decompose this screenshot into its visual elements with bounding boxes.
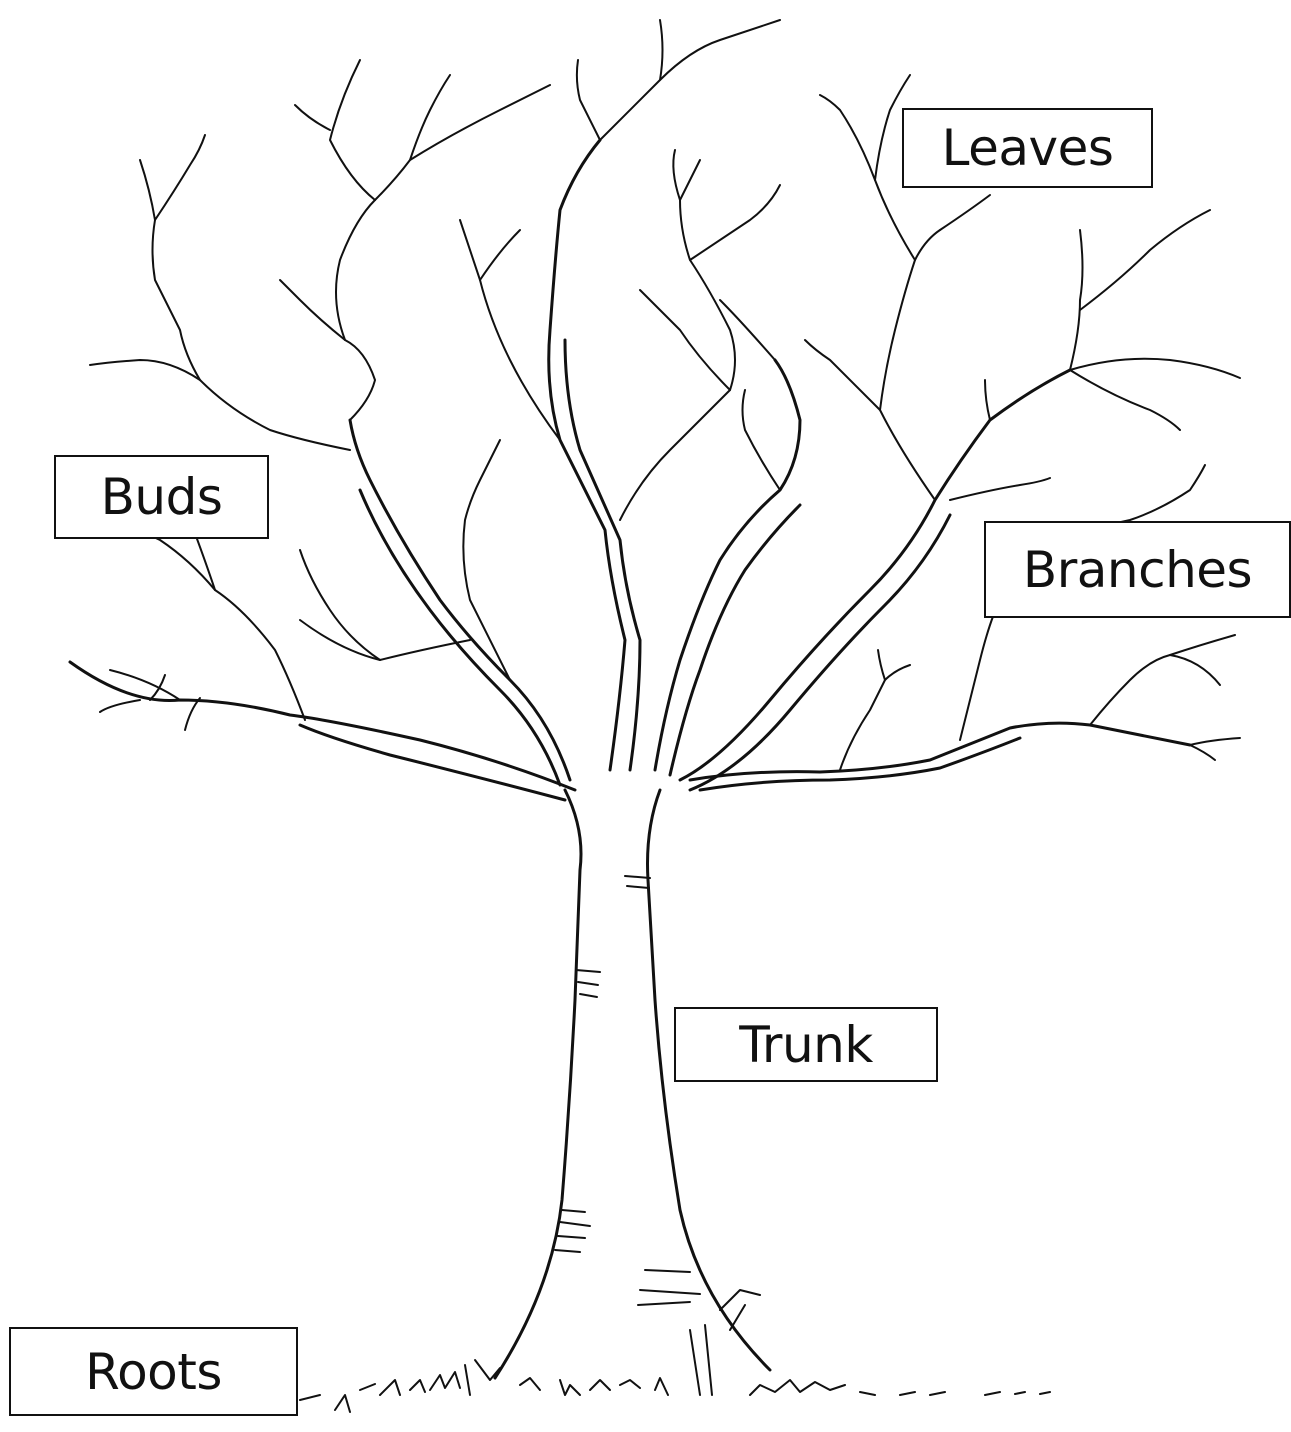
label-leaves-text: Leaves xyxy=(941,119,1114,177)
ground-grass xyxy=(299,1289,1051,1413)
label-trunk: Trunk xyxy=(674,1007,938,1082)
label-roots-text: Roots xyxy=(85,1342,222,1401)
tree-trunk xyxy=(493,788,772,1380)
label-branches: Branches xyxy=(984,521,1291,618)
label-buds: Buds xyxy=(54,455,269,539)
label-leaves: Leaves xyxy=(902,108,1153,188)
tree-branches xyxy=(68,19,1241,802)
label-branches-text: Branches xyxy=(1022,540,1253,599)
label-roots: Roots xyxy=(9,1327,298,1416)
label-buds-text: Buds xyxy=(100,468,223,526)
label-trunk-text: Trunk xyxy=(739,1015,873,1074)
